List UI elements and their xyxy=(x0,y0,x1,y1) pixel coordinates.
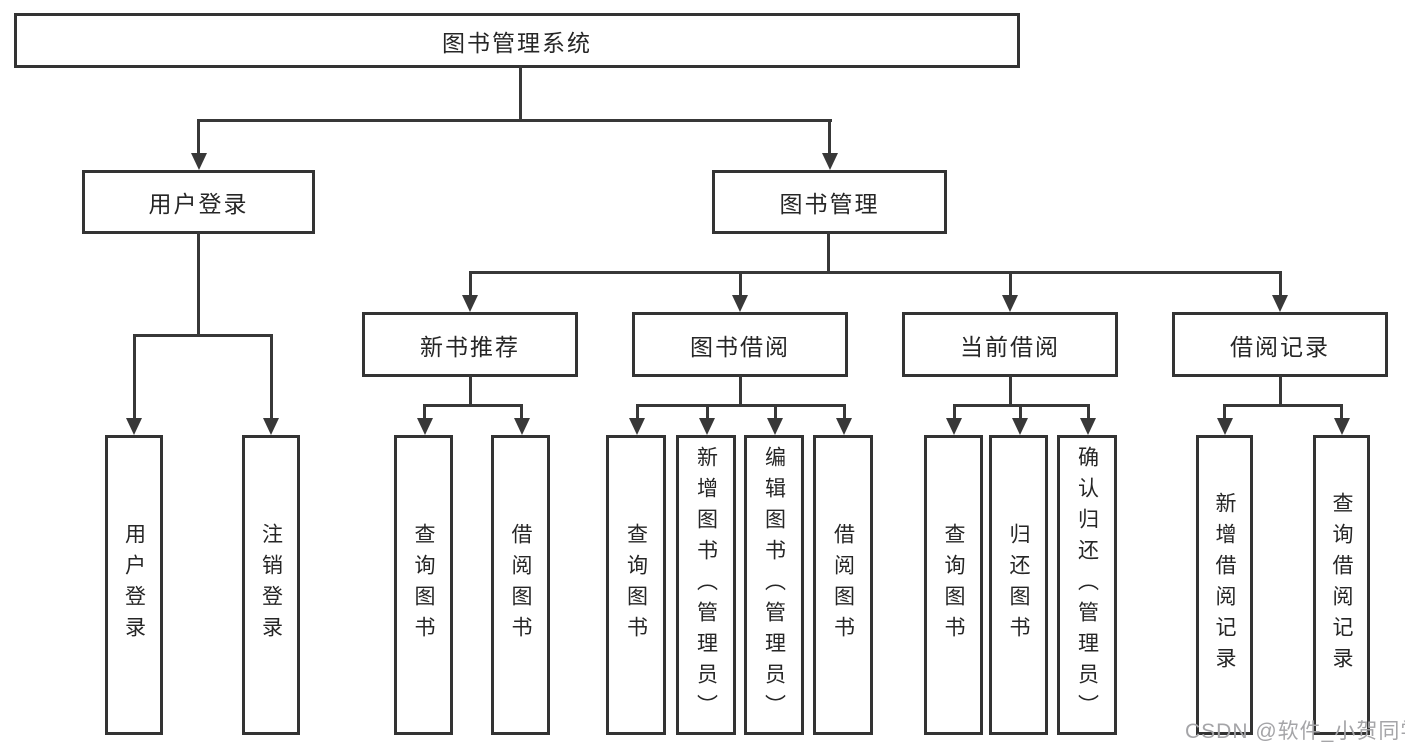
node-label: 用户登录 xyxy=(148,191,249,217)
node-new-book-recommend: 新书推荐 xyxy=(362,312,578,377)
connector-line xyxy=(952,404,956,421)
connector-line xyxy=(197,119,832,122)
node-label: 确认归还（管理员） xyxy=(1075,445,1099,725)
connector-line xyxy=(269,334,273,421)
connector-line xyxy=(1340,404,1343,421)
arrowhead-icon xyxy=(416,418,433,435)
node-leaf-borrowing-borrow-books: 借阅图书 xyxy=(813,435,873,735)
node-leaf-records-query-record: 查询借阅记录 xyxy=(1313,435,1370,735)
node-label: 新增图书（管理员） xyxy=(694,445,718,725)
connector-line xyxy=(1008,375,1012,407)
arrowhead-icon xyxy=(1002,295,1018,312)
connector-line xyxy=(1223,404,1343,407)
node-borrowing-records: 借阅记录 xyxy=(1172,312,1388,377)
node-leaf-borrowing-add-books-admin: 新增图书（管理员） xyxy=(676,435,736,735)
connector-line xyxy=(827,232,830,274)
connector-line xyxy=(738,271,742,298)
arrowhead-icon xyxy=(836,418,852,435)
arrowhead-icon xyxy=(263,418,279,435)
connector-line xyxy=(197,119,200,157)
arrowhead-icon xyxy=(1080,418,1096,435)
node-label: 借阅图书 xyxy=(831,523,855,647)
node-leaf-user-login: 用户登录 xyxy=(105,435,163,735)
connector-line xyxy=(468,271,472,298)
node-leaf-current-query-books: 查询图书 xyxy=(924,435,983,735)
node-label: 注销登录 xyxy=(259,523,283,647)
node-library-management-system: 图书管理系统 xyxy=(14,13,1020,68)
arrowhead-icon xyxy=(462,295,478,312)
arrowhead-icon xyxy=(190,153,207,170)
arrowhead-icon xyxy=(821,153,838,170)
node-leaf-current-return-books: 归还图书 xyxy=(989,435,1048,735)
node-book-management: 图书管理 xyxy=(712,170,947,234)
node-label: 借阅记录 xyxy=(1230,333,1330,360)
connector-line xyxy=(635,404,846,407)
node-label: 查询图书 xyxy=(942,523,965,647)
connector-line xyxy=(1223,404,1226,421)
node-label: 图书借阅 xyxy=(690,333,790,360)
node-label: 新书推荐 xyxy=(420,333,520,360)
node-label: 查询借阅记录 xyxy=(1330,492,1353,678)
connector-line xyxy=(132,334,273,337)
connector-line xyxy=(635,404,639,421)
connector-line xyxy=(1086,404,1090,421)
connector-line xyxy=(705,404,709,421)
arrowhead-icon xyxy=(513,418,530,435)
node-label: 归还图书 xyxy=(1007,523,1030,647)
node-label: 用户登录 xyxy=(122,523,146,647)
connector-line xyxy=(842,404,846,421)
connector-line xyxy=(828,119,831,157)
connector-line xyxy=(1278,375,1282,407)
arrowhead-icon xyxy=(699,418,715,435)
node-leaf-recommend-borrow-books: 借阅图书 xyxy=(491,435,550,735)
arrowhead-icon xyxy=(126,418,142,435)
node-leaf-recommend-query-books: 查询图书 xyxy=(394,435,453,735)
node-label: 当前借阅 xyxy=(960,333,1060,360)
node-label: 图书管理系统 xyxy=(442,29,592,56)
node-label: 查询图书 xyxy=(412,523,435,647)
arrowhead-icon xyxy=(1272,295,1288,312)
node-label: 编辑图书（管理员） xyxy=(762,445,786,725)
connector-line xyxy=(197,232,200,337)
arrowhead-icon xyxy=(1012,418,1028,435)
connector-line xyxy=(468,271,1282,274)
node-user-login: 用户登录 xyxy=(82,170,315,234)
node-leaf-borrowing-edit-books-admin: 编辑图书（管理员） xyxy=(744,435,804,735)
node-leaf-logout: 注销登录 xyxy=(242,435,300,735)
arrowhead-icon xyxy=(767,418,783,435)
connector-line xyxy=(1018,404,1022,421)
connector-line xyxy=(773,404,777,421)
node-label: 图书管理 xyxy=(779,191,880,217)
connector-line xyxy=(468,375,472,407)
node-leaf-current-confirm-return-admin: 确认归还（管理员） xyxy=(1057,435,1117,735)
node-book-borrowing: 图书借阅 xyxy=(632,312,848,377)
node-leaf-records-add-record: 新增借阅记录 xyxy=(1196,435,1253,735)
connector-line xyxy=(1278,271,1282,298)
connector-line xyxy=(423,404,523,407)
connector-line xyxy=(738,375,742,407)
arrowhead-icon xyxy=(732,295,748,312)
connector-line xyxy=(1008,271,1012,298)
connector-line xyxy=(132,334,136,421)
node-leaf-borrowing-query-books: 查询图书 xyxy=(606,435,666,735)
node-label: 查询图书 xyxy=(624,523,648,647)
connector-line xyxy=(423,404,426,421)
connector-line xyxy=(518,66,522,122)
node-current-borrowing: 当前借阅 xyxy=(902,312,1118,377)
arrowhead-icon xyxy=(1216,418,1233,435)
csdn-watermark: CSDN @软件_小贺同学 xyxy=(1185,720,1405,743)
node-label: 借阅图书 xyxy=(509,523,532,647)
node-label: 新增借阅记录 xyxy=(1213,492,1236,678)
arrowhead-icon xyxy=(629,418,645,435)
arrowhead-icon xyxy=(1333,418,1350,435)
connector-line xyxy=(520,404,523,421)
arrowhead-icon xyxy=(946,418,962,435)
